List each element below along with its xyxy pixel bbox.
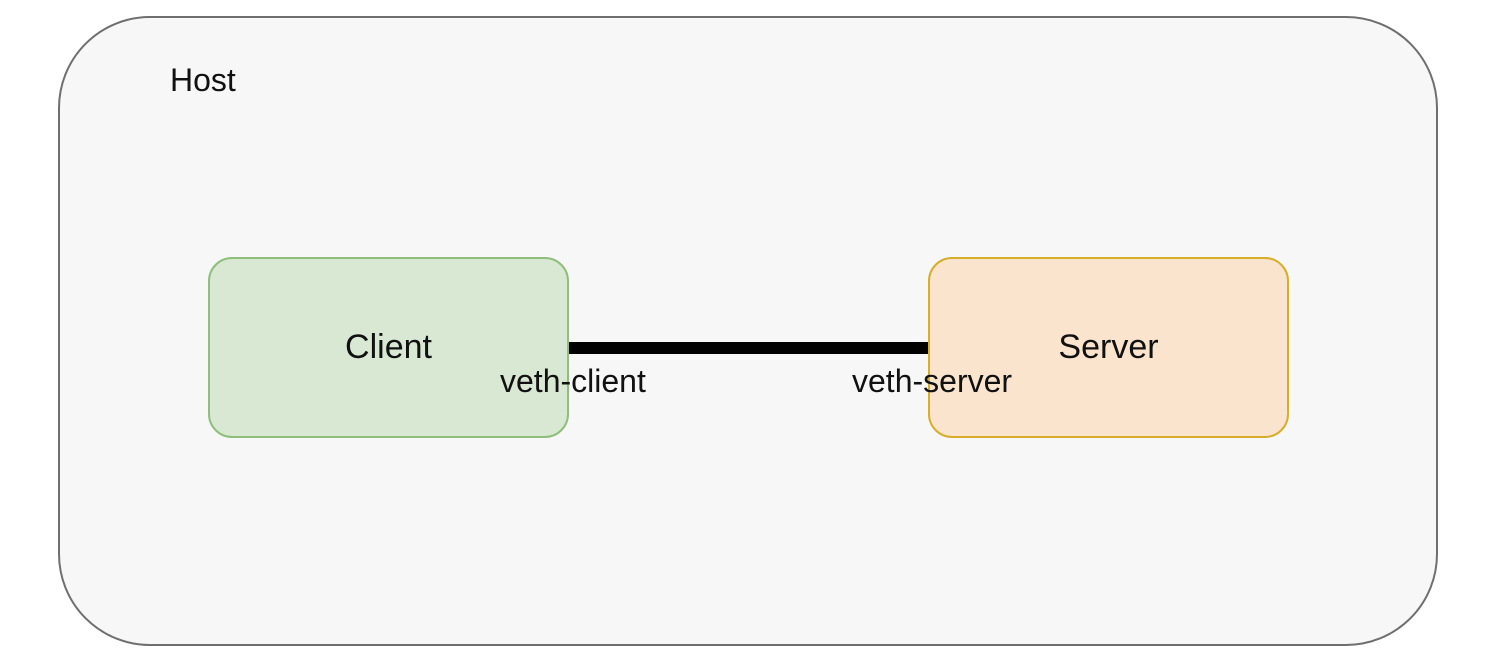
veth-client-label: veth-client (500, 363, 646, 399)
veth-server-label: veth-server (852, 363, 1013, 399)
server-label: Server (1058, 328, 1159, 366)
veth-link-line (569, 342, 928, 354)
client-node: Client (208, 257, 569, 438)
host-label: Host (170, 62, 236, 98)
server-node: Server (928, 257, 1289, 438)
client-label: Client (345, 328, 432, 366)
